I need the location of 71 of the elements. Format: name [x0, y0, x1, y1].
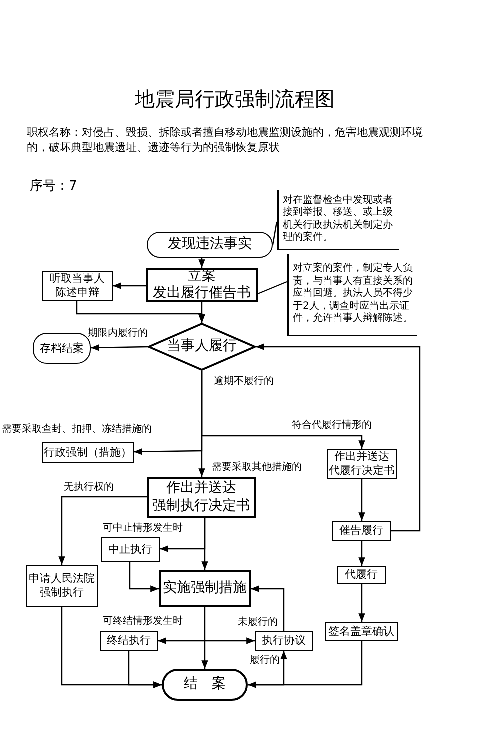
process-box	[146, 268, 258, 302]
box-label: 作出并送达	[166, 480, 236, 498]
process-box	[325, 622, 398, 641]
box-label: 申请人民法院	[29, 572, 95, 586]
box-label: 陈述申辩	[56, 286, 100, 300]
arrow	[76, 301, 206, 323]
arrow	[58, 496, 147, 565]
arrow	[256, 344, 421, 532]
arrow	[358, 541, 366, 566]
arrow	[128, 651, 162, 688]
box-label: 中止执行	[108, 542, 152, 556]
edge-label: 无执行权的	[64, 482, 114, 494]
process-box	[42, 271, 113, 301]
edge-label: 履行的	[250, 655, 280, 667]
arrow	[129, 562, 159, 592]
arrow	[248, 641, 363, 688]
process-box	[42, 442, 134, 463]
edge-label: 可终结情形发生时	[103, 616, 183, 628]
terminal-box	[147, 232, 273, 258]
process-box	[337, 566, 386, 584]
box-label: 终结执行	[107, 634, 151, 648]
arrow	[202, 518, 208, 570]
box-label: 强制执行决定书	[152, 498, 250, 515]
process-box	[332, 521, 391, 541]
box-label: 结 案	[184, 676, 226, 694]
box-label: 强制执行	[40, 586, 84, 600]
box-label: 作出并送达	[334, 450, 390, 464]
title: 地震局行政强制流程图	[135, 86, 335, 113]
process-box	[100, 631, 158, 651]
process-box	[159, 570, 251, 607]
arrow	[198, 258, 206, 268]
box-label: 实施强制措施	[163, 580, 247, 598]
leader-line	[272, 222, 278, 246]
process-box	[327, 449, 397, 479]
edge-label: 需要采取其他措施的	[212, 462, 302, 474]
process-box	[255, 631, 313, 651]
edge-label: 未履行的	[238, 617, 278, 629]
box-label: 发现违法事实	[168, 236, 252, 254]
note-text: 对立案的案件，制定专人负责，与当事人有直接关系的应当回避。执法人员不得少于2人，调查时应当出示证件，允许当事人辩解陈述。	[293, 263, 413, 326]
arrow	[202, 607, 208, 669]
process-box	[101, 537, 160, 562]
box-label: 催告履行	[340, 524, 384, 538]
arrow	[201, 371, 366, 449]
box-label: 当事人履行	[167, 338, 237, 356]
box-label: 代履行决定书	[329, 464, 395, 478]
note-text: 对在监督检查中发现或者接到举报、移送、或上级机关行政执法机关制定办理的案件。	[283, 194, 394, 244]
box-label: 存档结案	[40, 342, 84, 356]
description-text: 职权名称：对侵占、毁损、拆除或者擅自移动地震监测设施的，危害地震观测环境的，破坏典型地震遗址、遗迹等行为的强制恢复原状	[27, 125, 424, 156]
arrow	[90, 344, 148, 352]
edge-label: 符合代履行情形的	[292, 420, 372, 432]
process-box	[26, 565, 98, 607]
box-label: 执行协议	[262, 634, 306, 648]
decision-diamond	[148, 323, 256, 371]
arrow	[251, 586, 285, 631]
edge-label: 可中止情形发生时	[103, 523, 183, 535]
arrow	[113, 282, 146, 290]
edge-label: 期限内履行的	[88, 328, 148, 340]
box-label: 签名盖章确认	[328, 624, 394, 638]
box-label: 行政强制（措施）	[44, 446, 132, 460]
arrow	[248, 651, 288, 686]
box-label: 发出履行催告书	[153, 285, 251, 302]
arrow	[358, 479, 366, 521]
terminal-box	[162, 669, 248, 701]
arrow	[158, 638, 255, 644]
serial-number: 序号：7	[30, 178, 78, 196]
edge-label: 需要采取查封、扣押、冻结措施的	[2, 424, 152, 436]
arrow	[358, 584, 366, 622]
box-label: 听取当事人	[50, 272, 105, 286]
box-label: 代履行	[345, 568, 378, 582]
leader-line	[258, 281, 288, 295]
process-box	[147, 477, 256, 518]
